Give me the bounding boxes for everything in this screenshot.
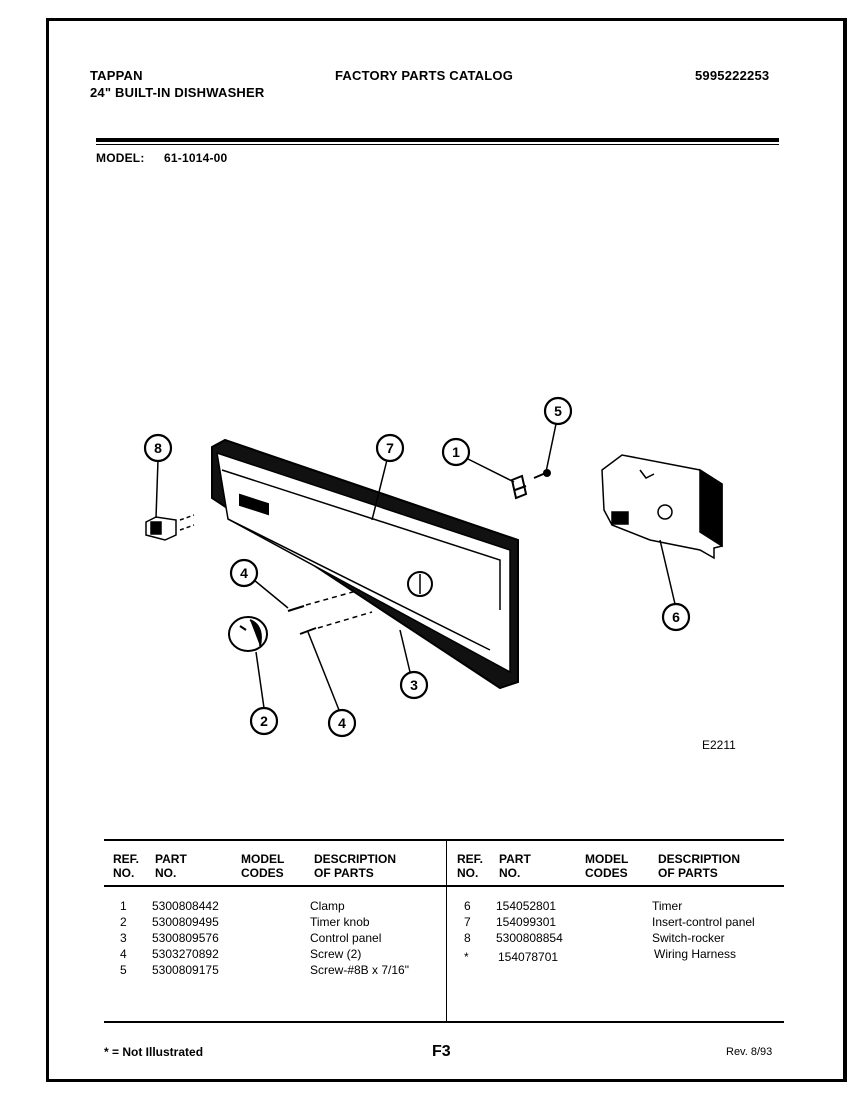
description: Timer bbox=[652, 899, 683, 913]
description: Screw (2) bbox=[310, 947, 362, 961]
callout-6: 6 bbox=[672, 609, 680, 625]
catalog-title: FACTORY PARTS CATALOG bbox=[335, 68, 514, 83]
header-rule-thin bbox=[96, 144, 779, 145]
description: Clamp bbox=[310, 899, 345, 913]
part-no: 154052801 bbox=[496, 899, 557, 913]
model-label: MODEL: bbox=[96, 151, 145, 165]
catalog-number: 5995222253 bbox=[695, 68, 770, 83]
revision: Rev. 8/93 bbox=[726, 1046, 773, 1058]
table-header-rule bbox=[104, 885, 784, 887]
callout-4a-circle bbox=[229, 558, 259, 588]
callout-1-circle bbox=[441, 437, 471, 467]
ref-no: 5 bbox=[120, 963, 127, 977]
part-no: 5300809175 bbox=[152, 963, 219, 977]
callout-2: 2 bbox=[260, 713, 268, 729]
ref-no: 4 bbox=[120, 947, 127, 961]
page-border bbox=[46, 18, 847, 1082]
description: Screw-#8B x 7/16" bbox=[310, 963, 409, 977]
ref-no: 3 bbox=[120, 931, 127, 945]
callout-7-circle bbox=[375, 433, 405, 463]
ref-no: 7 bbox=[464, 915, 471, 929]
description: Timer knob bbox=[310, 915, 370, 929]
callout-3: 3 bbox=[410, 677, 418, 693]
clamp-part bbox=[510, 474, 528, 500]
screw-4-parts bbox=[287, 589, 373, 635]
callout-4a: 4 bbox=[240, 565, 248, 581]
ref-no: 1 bbox=[120, 899, 127, 913]
part-no: 5303270892 bbox=[152, 947, 219, 961]
part-no: 5300809495 bbox=[152, 915, 219, 929]
product-name: 24" BUILT-IN DISHWASHER bbox=[90, 85, 265, 100]
callout-1: 1 bbox=[452, 444, 460, 460]
ref-no: * bbox=[464, 950, 469, 964]
callout-5-circle bbox=[543, 396, 573, 426]
part-no: 5300808854 bbox=[496, 931, 563, 945]
brand-name: TAPPAN bbox=[90, 68, 143, 83]
table-top-rule bbox=[104, 839, 784, 841]
callout-5: 5 bbox=[554, 403, 562, 419]
leader-lines bbox=[155, 423, 676, 711]
timer-knob-part bbox=[228, 616, 268, 652]
callout-3-circle bbox=[399, 670, 429, 700]
switch-rocker-part bbox=[145, 514, 195, 541]
callout-4b-circle bbox=[327, 708, 357, 738]
callout-6-circle bbox=[661, 602, 691, 632]
part-no: 154099301 bbox=[496, 915, 557, 929]
ref-no: 8 bbox=[464, 931, 471, 945]
callout-7: 7 bbox=[386, 440, 394, 456]
part-no: 5300808442 bbox=[152, 899, 219, 913]
part-no: 5300809576 bbox=[152, 931, 219, 945]
not-illustrated-note: * = Not Illustrated bbox=[104, 1045, 204, 1059]
ref-no: 6 bbox=[464, 899, 471, 913]
callout-2-circle bbox=[249, 706, 279, 736]
part-no: 154078701 bbox=[498, 950, 559, 964]
callout-8-circle bbox=[143, 433, 173, 463]
callout-8: 8 bbox=[154, 440, 162, 456]
control-panel-part bbox=[211, 438, 519, 690]
description: Switch-rocker bbox=[652, 931, 725, 945]
page-number: F3 bbox=[432, 1043, 451, 1060]
table-bottom-rule bbox=[104, 1021, 784, 1023]
description: Wiring Harness bbox=[654, 947, 737, 961]
ref-no: 2 bbox=[120, 915, 127, 929]
header-rule-thick bbox=[96, 138, 779, 142]
hdr-ref-left: REF.NO. bbox=[113, 852, 140, 880]
table-divider bbox=[446, 841, 447, 1021]
diagram-code: E2211 bbox=[702, 738, 736, 752]
callout-circles bbox=[143, 396, 691, 738]
callout-4b: 4 bbox=[338, 715, 346, 731]
hdr-ref-right: REF.NO. bbox=[457, 852, 484, 880]
timer-part bbox=[601, 454, 723, 560]
screw-5-part bbox=[533, 469, 551, 479]
description: Control panel bbox=[310, 931, 382, 945]
model-number: 61-1014-00 bbox=[164, 151, 228, 165]
description: Insert-control panel bbox=[652, 915, 755, 929]
